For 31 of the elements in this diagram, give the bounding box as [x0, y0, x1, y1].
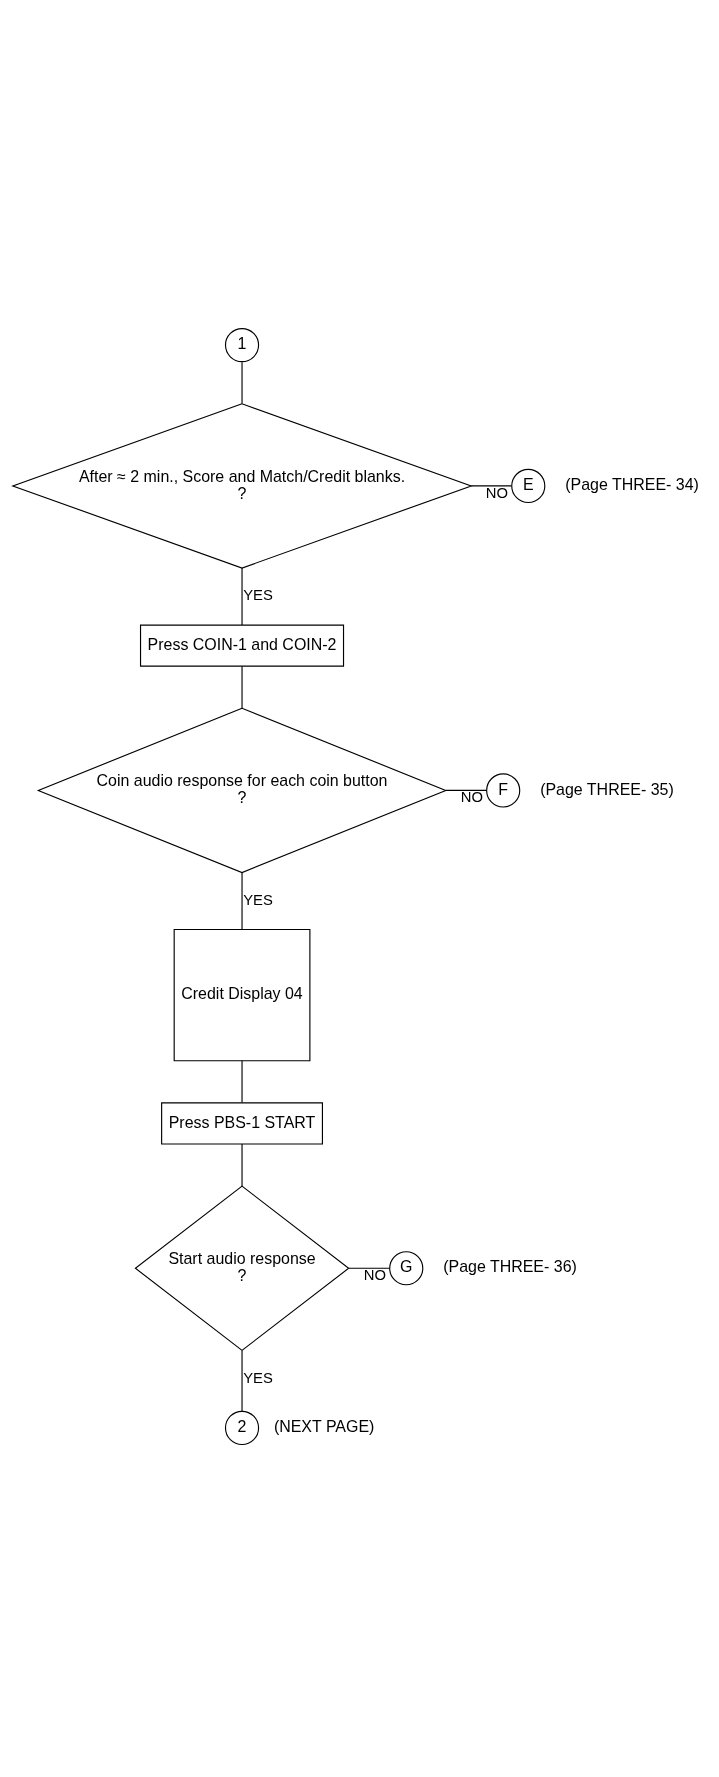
edge-label: NO [363, 1267, 387, 1284]
node-circle: 1 [224, 328, 260, 363]
connector [241, 361, 243, 405]
edge-label: YES [243, 587, 273, 604]
node-circle: E [511, 468, 546, 504]
connector [241, 567, 243, 626]
node-circle: 2 [224, 1410, 260, 1445]
connector [241, 872, 243, 930]
node-box: Press COIN-1 and COIN-2 [139, 624, 345, 667]
node-box: Credit Display 04 [173, 928, 311, 1062]
edge-label: YES [243, 891, 273, 908]
node-label: (Page THREE- 35) [540, 780, 674, 798]
node-circle: G [389, 1251, 424, 1286]
node-diamond: Coin audio response for each coin button ? [36, 707, 448, 874]
connector [241, 1349, 243, 1412]
connector [241, 1143, 243, 1187]
node-diamond: Start audio response ? [134, 1185, 350, 1352]
node-label: (Page THREE- 36) [443, 1258, 577, 1276]
node-label: (NEXT PAGE) [273, 1418, 375, 1436]
node-diamond: After ≈ 2 min., Score and Match/Credit blanks. ? [11, 403, 473, 569]
edge-label: YES [243, 1369, 273, 1386]
edge-label: NO [485, 484, 509, 501]
connector [445, 789, 487, 791]
connector [348, 1267, 391, 1269]
node-box: Press PBS-1 START [161, 1102, 323, 1145]
connector [241, 1060, 243, 1104]
connector [470, 485, 512, 487]
node-circle: F [486, 773, 521, 808]
connector [241, 665, 243, 709]
edge-label: NO [460, 789, 483, 806]
node-label: (Page THREE- 34) [565, 476, 699, 494]
